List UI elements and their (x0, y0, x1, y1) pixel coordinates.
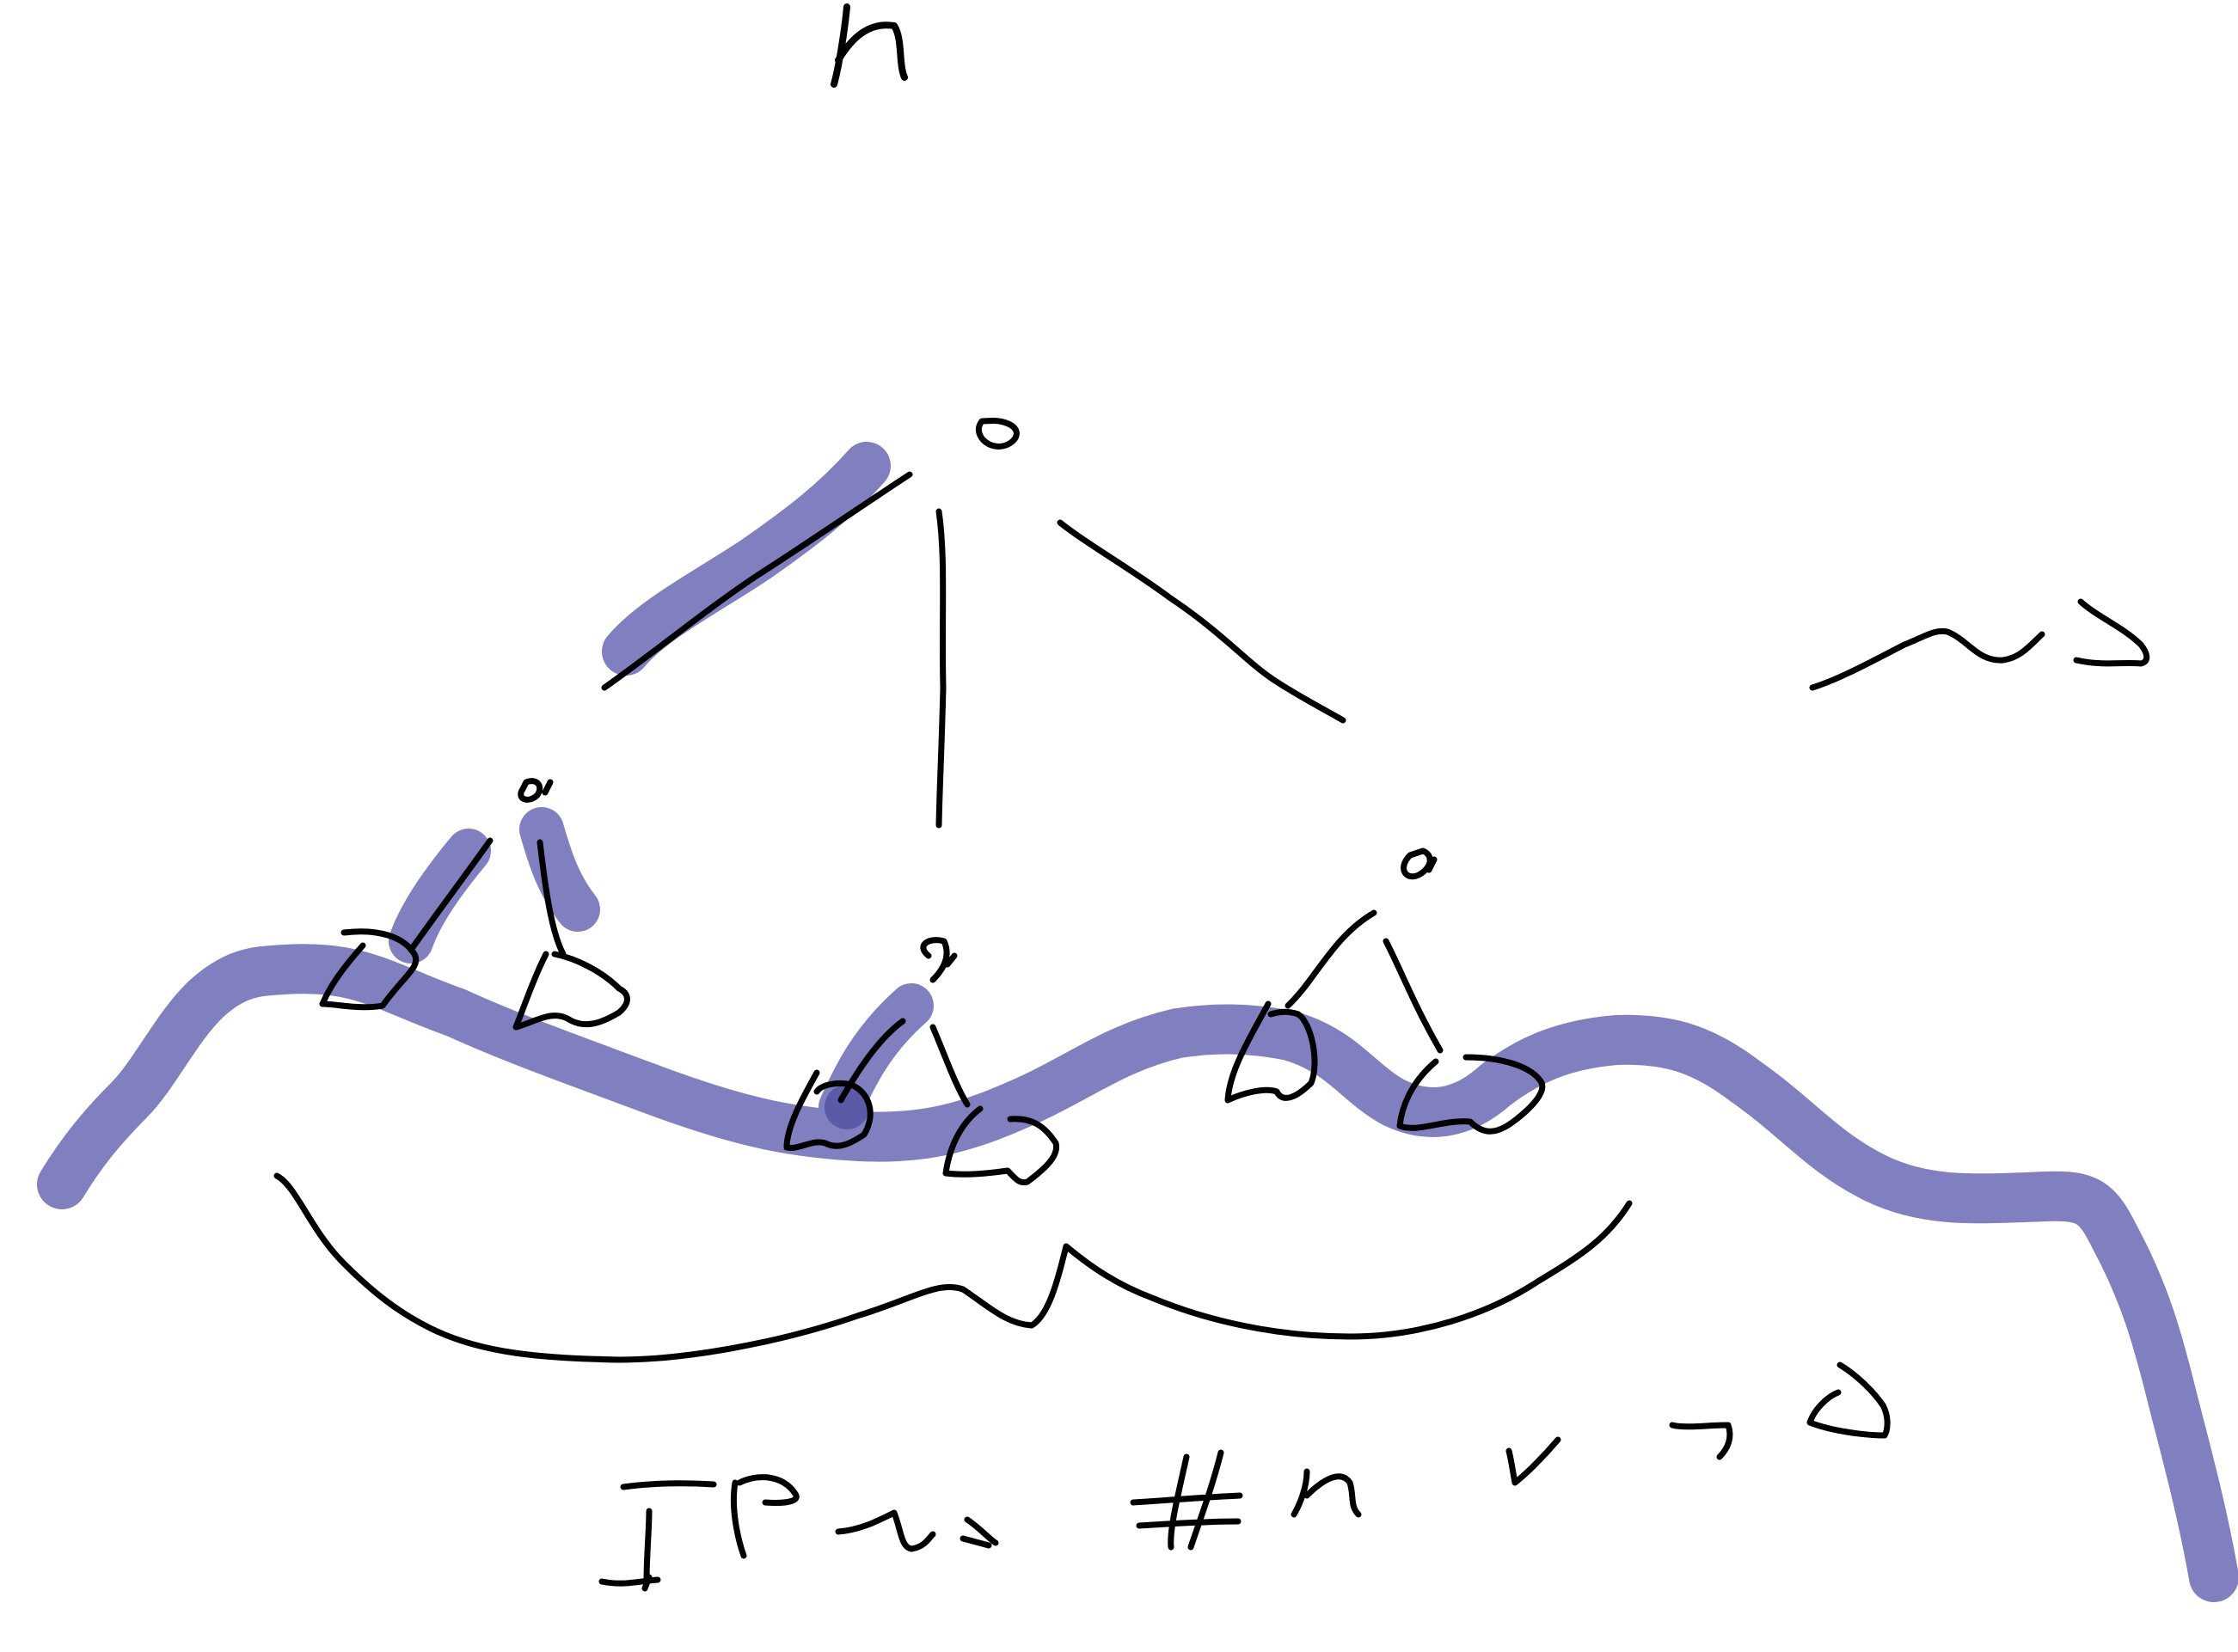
side-symbol-tilde-arrow (1809, 598, 2150, 691)
formula-glyph-O (1806, 1361, 1891, 1439)
curly-brace (273, 1172, 1633, 1363)
left-subtree-branch-left (408, 837, 494, 953)
highlight-left-subtree-right-branch (519, 807, 600, 932)
root-node (975, 418, 1020, 450)
root-branch-right (1057, 519, 1346, 724)
formula-glyph-hash (1130, 1449, 1243, 1551)
root-branch-left (601, 471, 913, 691)
formula-glyph-P (730, 1474, 800, 1559)
leaf-glyph-4 (942, 1105, 1060, 1186)
ink-strokes (273, 3, 2150, 1592)
leaf-glyph-1 (319, 928, 420, 1011)
middle-subtree-branch-left (837, 1018, 906, 1104)
middle-subtree-node (920, 937, 958, 983)
leaf-glyph-6 (1396, 1054, 1546, 1135)
root-branch-middle (935, 508, 947, 829)
leaf-glyph-2 (512, 951, 630, 1031)
highlight-underline-wave (37, 944, 2238, 1602)
leaf-glyph-5 (1224, 1000, 1318, 1104)
left-subtree-branch-right (537, 839, 567, 958)
formula-glyph-n (1291, 1468, 1362, 1518)
right-subtree-branch-right (1383, 938, 1444, 1054)
middle-subtree-branch-right (929, 1024, 971, 1108)
highlight-upper-left-branch (602, 442, 891, 676)
formula-glyph-I (598, 1480, 717, 1592)
top-label-h (831, 3, 908, 88)
right-subtree-node (1401, 847, 1438, 880)
formula-glyph-or (1505, 1436, 1561, 1486)
left-subtree-node (518, 778, 554, 803)
highlight-dot (825, 1085, 869, 1129)
highlight-strokes (37, 442, 2238, 1602)
leaf-glyph-3 (783, 1069, 874, 1151)
formula-glyph-leadsto (835, 1509, 999, 1552)
right-subtree-branch-left (1285, 909, 1377, 1009)
formula-glyph-not (1669, 1422, 1733, 1460)
highlight-left-subtree-left-branch (389, 829, 491, 964)
